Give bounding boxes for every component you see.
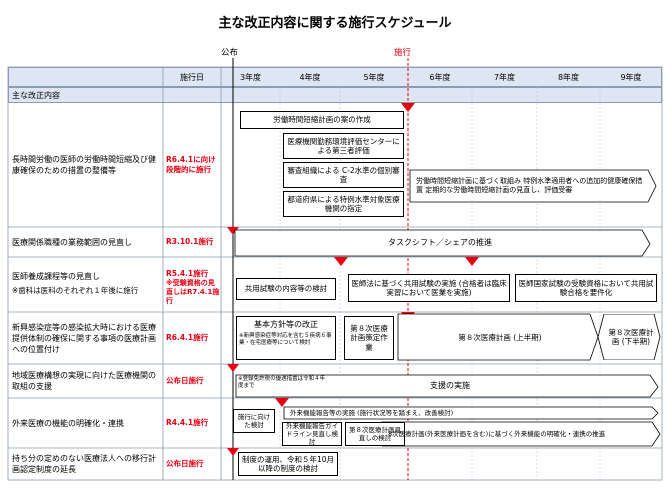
- box-r6-prep: 施行に向けた検討: [233, 409, 275, 433]
- box-r7-operation: 制度の運用、令和５年10月 以降の制度の検討: [238, 452, 338, 476]
- box-r3-common-exam-impl: 医師法に基づく共用試験の実施 (合格者は臨床実習において医業を実施): [348, 274, 510, 302]
- row-6-date: R4.4.1施行: [166, 418, 209, 427]
- box-r1-designation: 都道府県による特例水準対象医療機関の指定: [283, 191, 404, 217]
- header-year-5: 5年度: [363, 72, 385, 82]
- box-r4-plan-drafting: 第８次医療計画策定作業: [344, 316, 394, 360]
- row-4-item: 新興感染症等の感染拡大時における医療提供体制の確保に関する事項の医療計画への位置…: [12, 322, 156, 354]
- header-year-8: 8年度: [557, 72, 580, 82]
- header-date-col: 施行日: [180, 72, 204, 82]
- box-r6-guideline: 外来機能報告ガイドライン見直し検討: [282, 422, 342, 446]
- arrow-r1-measures: 労働時間短縮計画に基づく取組み 特例水準適用者への追加的健康確保措置 定期的な労…: [416, 177, 643, 194]
- row-7-item: 持ち分の定めのない医療法人への移行計画認定制度の延長: [12, 454, 156, 474]
- arrow-r5-support: 支援の実施: [430, 381, 470, 391]
- row-3-date-note: ※受験資格の見直しはR7.4.1施行: [166, 279, 220, 305]
- arrow-r6-plan-promotion: 8次医療計画(外来医療計画を含む)に基づく外来機能の明確化・連携の推進: [388, 430, 606, 438]
- box-r1-c2-review: 審査組織による C-2水準の個別審査: [283, 162, 404, 188]
- row-3-item: 医師養成課程等の見直し: [12, 272, 100, 281]
- row-7-date: 公布日施行: [166, 459, 204, 468]
- section-row: [8, 87, 662, 103]
- header-row: [8, 67, 662, 87]
- box-r4-basic-policy-label: 基本方針等の改正: [254, 320, 318, 329]
- arrow-r6-report: 外来機能報告等の実施 (施行状況等を踏まえ、改善検討): [290, 409, 454, 417]
- box-r3-common-exam-review: 共用試験の内容等の検討: [236, 278, 336, 300]
- row-3-date-cell: R5.4.1施行 ※受験資格の見直しはR7.4.1施行: [163, 257, 221, 312]
- header-year-4: 4年度: [299, 72, 321, 82]
- page-title: 主な改正内容に関する施行スケジュール: [218, 16, 452, 31]
- row-3-item-cell: 医師養成課程等の見直し ※歯科は医科のそれぞれ１年後に施行: [8, 257, 163, 312]
- row-3-item-note: ※歯科は医科のそれぞれ１年後に施行: [12, 286, 139, 295]
- box-r4-basic-policy: 基本方針等の改正 ※新興感染症等対応を含む５疾病６事業・在宅医療等について検討: [236, 316, 336, 360]
- arrow-r4-plan-first-half: 第８次医療計画 (上半期): [458, 333, 542, 343]
- box-r6-plan-review: 第８次医療計画見直しの検討: [345, 422, 405, 446]
- box-r1-plan-draft: 労働時間短縮計画の案の作成: [240, 111, 404, 129]
- shikou-label: 施行: [394, 48, 412, 58]
- row-4-date: R6.4.1施行: [166, 333, 209, 342]
- header-year-3: 3年度: [239, 72, 262, 82]
- koufu-label: 公布: [221, 48, 239, 58]
- row-5-date: 公布日施行: [166, 376, 204, 385]
- header-year-6: 6年度: [429, 72, 451, 82]
- row-2-date: R3.10.1施行: [166, 237, 214, 246]
- row-6-item: 外来医療の機能の明確化・連携: [12, 418, 124, 428]
- section-label: 主な改正内容: [12, 90, 60, 100]
- row-1-item: 長時間労働の医師の労働時間短縮及び健康確保のための措置の整備等: [12, 155, 156, 175]
- box-r1-third-party-eval: 医療機関勤務環境評価センターによる第三者評価: [283, 133, 404, 159]
- box-r3-exam-requirement: 医師国家試験の受験資格において共用試験合格を要件化: [515, 274, 657, 302]
- row-3-date: R5.4.1施行: [166, 269, 209, 278]
- arrow-r4-plan-second-half: 第８次医療計画 (下半期): [608, 327, 654, 347]
- header-year-7: 7年度: [493, 72, 516, 82]
- row-2-item: 医療関係職種の業務範囲の見直し: [12, 237, 132, 247]
- arrow-r4-plan-second-half-shape: [598, 314, 662, 360]
- arrow-r2-task-shift: タスクシフト／シェアの推進: [388, 238, 492, 248]
- row-1-date: R6.4.1に向け段階的に施行: [166, 155, 216, 174]
- header-year-9: 9年度: [620, 72, 642, 82]
- r5-tax-note: ※登録免許税の優遇措置は令和４年度まで: [238, 376, 326, 389]
- row-5-item: 地域医療構想の実現に向けた医療機関の取組の支援: [12, 371, 156, 391]
- box-r4-basic-policy-note: ※新興感染症等対応を含む５疾病６事業・在宅医療等について検討: [239, 332, 332, 346]
